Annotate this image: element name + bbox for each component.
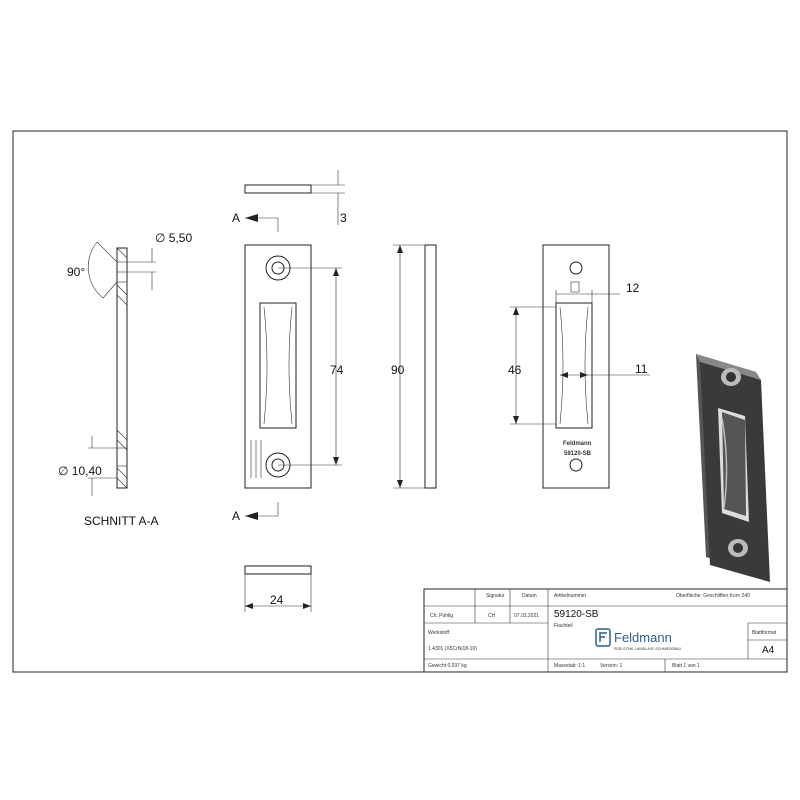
tb-material-value: 1.4301 (X5CrNi18-10): [428, 646, 477, 652]
tb-material-label: Werkstoff:: [428, 630, 450, 636]
width-label: 24: [270, 593, 284, 607]
height-label: 90: [391, 363, 405, 377]
tb-weight: Gewicht 0,037 kg: [428, 663, 467, 669]
isometric-view: [696, 354, 770, 582]
opening-height-label: 46: [508, 363, 522, 377]
tb-header-artikelnummer: Artikelnummer: [554, 593, 587, 599]
engraving-part: 59120-SB: [564, 451, 592, 457]
tb-format-value: A4: [762, 645, 775, 656]
tb-header-signatur: Signatur: [486, 593, 505, 599]
rear-view: [510, 244, 650, 489]
tb-header-datum: Datum: [522, 593, 537, 599]
tb-drawn-by: Ch. Pohlig: [430, 613, 453, 619]
tb-header-oberflaeche: Oberfläche: Geschliffen Korn 240: [676, 593, 750, 599]
opening-width-label: 12: [626, 281, 640, 295]
section-mark-a-top: A: [232, 211, 240, 225]
tb-signature: CH: [488, 613, 496, 619]
tb-designation: Flachteil: [554, 623, 573, 629]
tb-article-number: 59120-SB: [554, 609, 599, 620]
section-title: SCHNITT A-A: [84, 514, 158, 528]
tb-sheet: Blatt 1 von 1: [672, 663, 700, 669]
sheet-frame: [12, 130, 788, 673]
tb-version: Version: 1: [600, 663, 622, 669]
top-view: [244, 170, 345, 225]
section-view: [87, 241, 156, 496]
tb-date: 07.03.2021: [514, 613, 539, 619]
opening-inner-label: 11: [635, 362, 648, 376]
side-view: [393, 244, 437, 489]
engraving-brand: Feldmann: [563, 441, 592, 447]
tb-company: Feldmann: [614, 630, 672, 645]
section-mark-top: [245, 214, 279, 232]
hole-small-label: ∅ 5,50: [155, 231, 192, 245]
section-mark-a-bottom: A: [232, 509, 240, 523]
tb-scale: Massstab: 1:1: [554, 663, 585, 669]
tb-company-tagline: EDELSTAHL-HANDLAUF-SCHMIEDEBAU: [614, 647, 682, 651]
hole-large-label: ∅ 10,40: [58, 464, 102, 478]
tb-format-label: Blattformat: [752, 630, 777, 636]
section-mark-bottom: [245, 502, 279, 520]
thickness-label: 3: [340, 211, 347, 225]
bottom-view: [244, 565, 312, 612]
front-view: [244, 244, 342, 489]
angle-label: 90°: [67, 265, 85, 279]
hole-spacing-label: 74: [330, 363, 344, 377]
title-block: [423, 588, 788, 673]
